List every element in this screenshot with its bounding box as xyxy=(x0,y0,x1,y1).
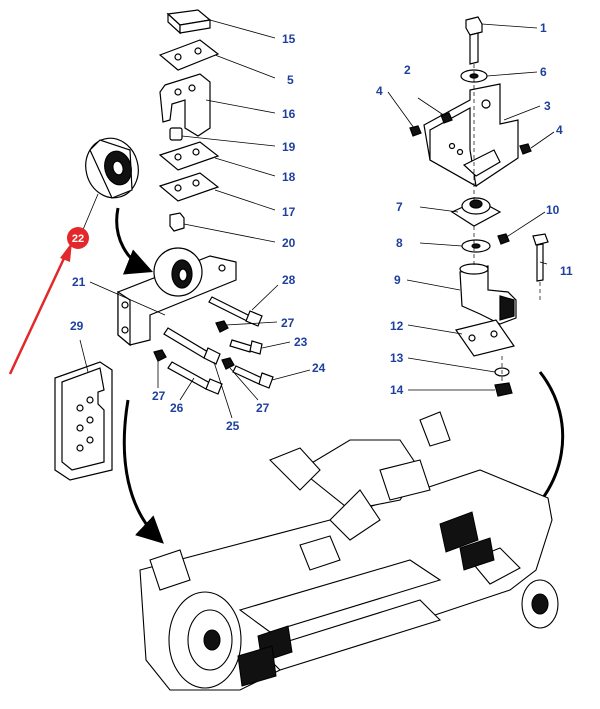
highlight-badge-22[interactable]: 22 xyxy=(67,227,89,249)
callout-19: 19 xyxy=(282,140,296,154)
callout-11: 11 xyxy=(560,264,573,278)
callout-4b: 4 xyxy=(556,123,563,137)
side-plate-part xyxy=(54,361,113,481)
installed-mount-blocks xyxy=(237,511,495,687)
assembly-arrow-bush xyxy=(115,207,154,275)
rubber-bush-part xyxy=(85,137,139,199)
callout-9: 9 xyxy=(394,273,401,287)
callout-17: 17 xyxy=(282,205,296,219)
highlight-arrow-head xyxy=(60,242,72,262)
leader-22 xyxy=(81,193,99,233)
callout-27a: 27 xyxy=(281,316,295,330)
callout-8: 8 xyxy=(396,236,403,250)
callout-13: 13 xyxy=(390,351,404,365)
callout-5: 5 xyxy=(287,73,294,87)
right-stack-parts xyxy=(409,16,549,397)
callout-26: 26 xyxy=(170,401,184,415)
callout-1: 1 xyxy=(540,21,547,35)
callout-3: 3 xyxy=(544,99,551,113)
callout-10: 10 xyxy=(546,203,560,217)
callout-29: 29 xyxy=(70,319,84,333)
callout-4a: 4 xyxy=(376,84,383,98)
highlight-arrow xyxy=(8,253,68,375)
callout-21: 21 xyxy=(72,275,86,289)
callout-28: 28 xyxy=(282,273,296,287)
left-stack-leaders xyxy=(181,19,276,243)
left-stack-parts xyxy=(158,9,220,232)
callout-24: 24 xyxy=(312,361,326,375)
middle-leaders xyxy=(89,281,311,419)
leader-29 xyxy=(79,339,89,373)
highlight-label: 22 xyxy=(72,233,84,245)
callout-20: 20 xyxy=(282,236,296,250)
callout-18: 18 xyxy=(282,170,296,184)
right-stack-leaders xyxy=(387,23,555,391)
callout-16: 16 xyxy=(282,107,296,121)
bracket-assembly-part xyxy=(117,247,274,395)
assembly-arrow-left xyxy=(122,399,164,544)
callout-15: 15 xyxy=(282,32,296,46)
callout-2: 2 xyxy=(404,63,411,77)
callout-14: 14 xyxy=(390,383,404,397)
callout-23: 23 xyxy=(294,335,308,349)
callout-27c: 27 xyxy=(256,401,270,415)
callout-6: 6 xyxy=(540,65,547,79)
callout-25: 25 xyxy=(226,419,240,433)
callout-27b: 27 xyxy=(152,389,166,403)
callout-12: 12 xyxy=(390,319,404,333)
transmission-assembly xyxy=(139,411,559,691)
callout-labels: 1 2 3 4 4 5 6 7 8 9 10 11 12 13 14 15 16… xyxy=(70,21,573,433)
callout-7: 7 xyxy=(396,200,403,214)
dashed-assembly-lines xyxy=(473,64,541,384)
